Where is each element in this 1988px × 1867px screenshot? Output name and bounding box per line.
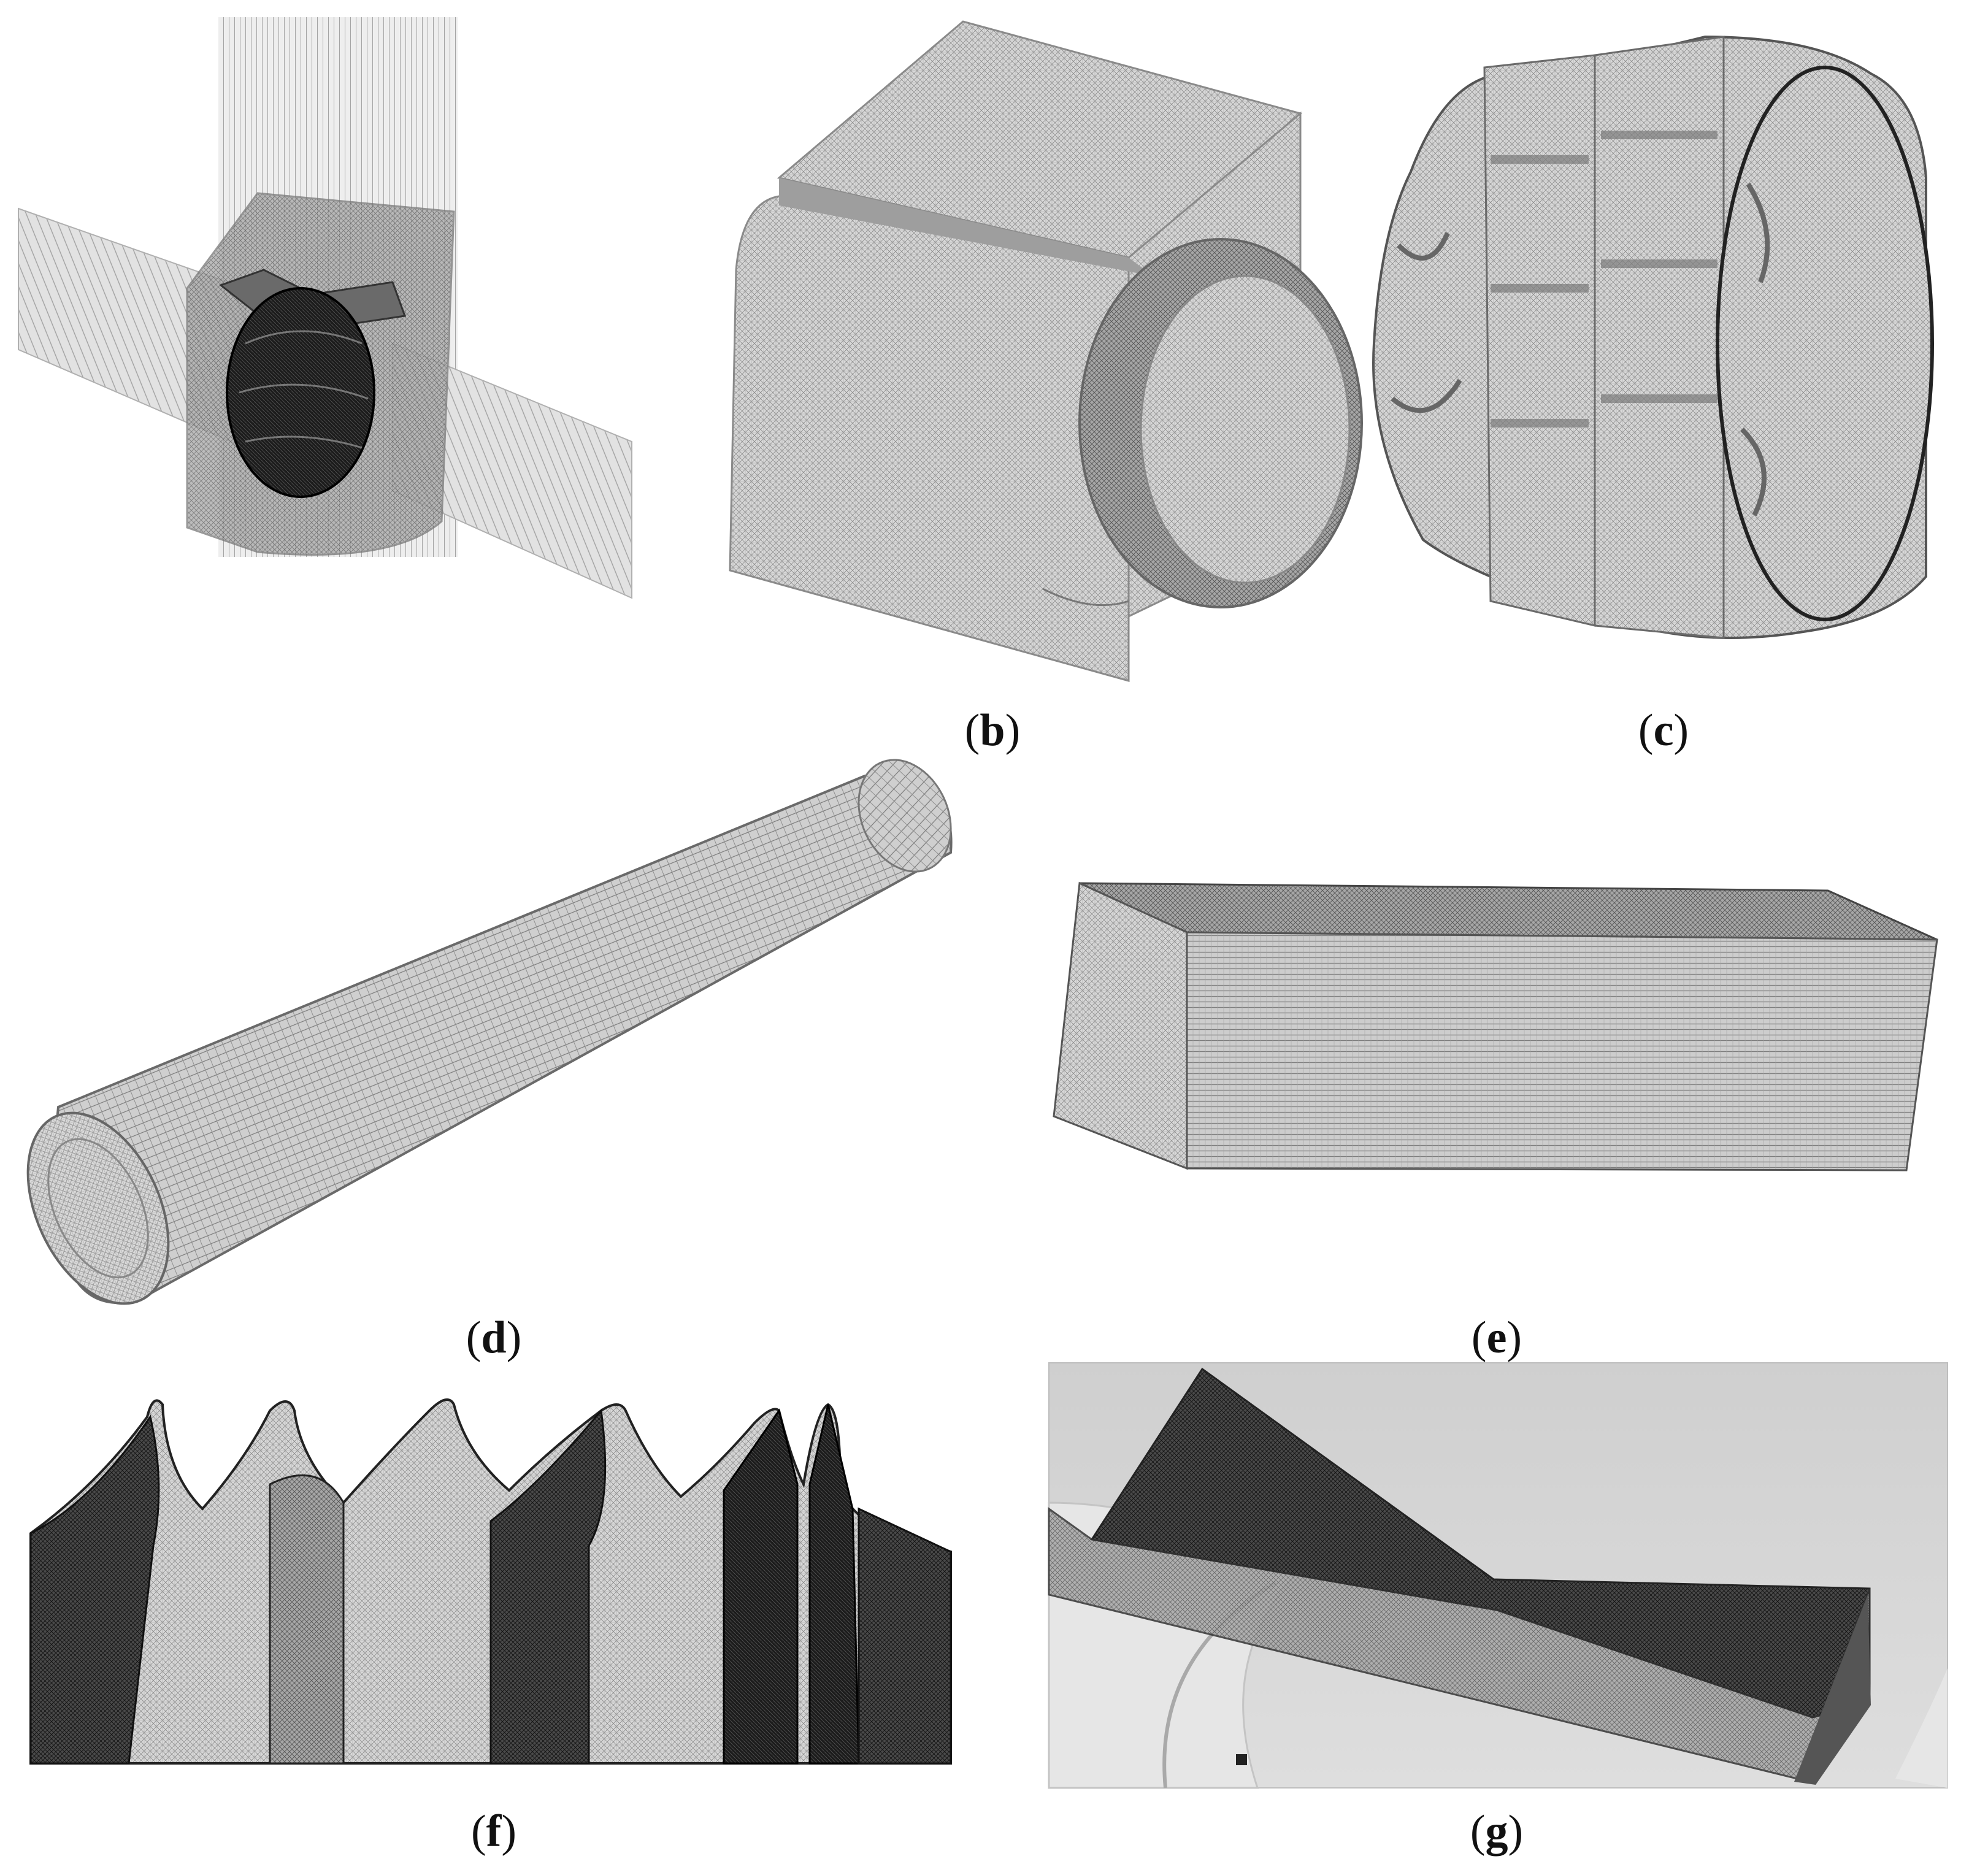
panel-e-label: (e) xyxy=(1472,1313,1522,1363)
panel-f-label: (f) xyxy=(471,1806,516,1857)
panel-g-label: (g) xyxy=(1470,1806,1523,1857)
panel-d-label: (d) xyxy=(466,1313,521,1363)
panel-e-image xyxy=(1053,881,1938,1171)
panel-b-image xyxy=(729,20,1363,682)
panel-c-image xyxy=(1372,35,1934,639)
panel-f-image xyxy=(29,1398,952,1765)
panel-c-label: (c) xyxy=(1638,705,1689,756)
panel-a-image xyxy=(18,17,632,599)
panel-b-label: (b) xyxy=(965,705,1020,756)
panel-g-image xyxy=(1048,1362,1948,1789)
panel-d-image xyxy=(26,759,953,1305)
